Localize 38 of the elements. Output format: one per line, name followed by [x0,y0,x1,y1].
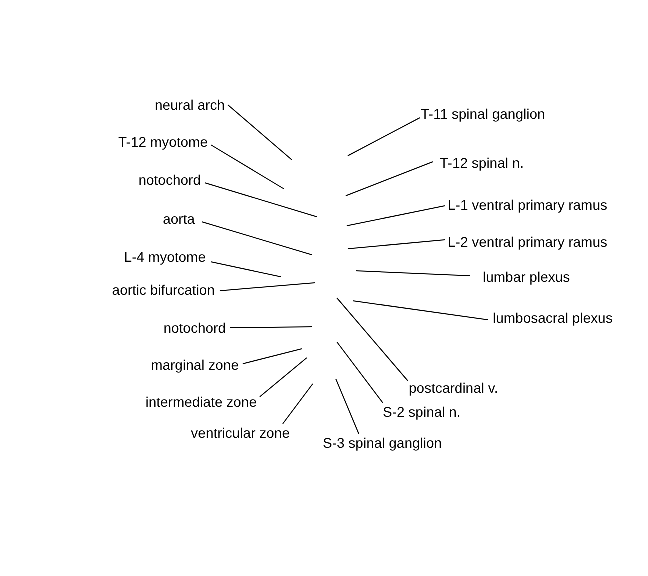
structure-label: marginal zone [151,357,239,373]
structure-label: L-2 ventral primary ramus [448,234,608,250]
structure-label: L-4 myotome [124,249,206,265]
leader-line [348,118,420,156]
leader-line [336,298,408,382]
structure-label: notochord [138,172,201,188]
structure-label: S-2 spinal n. [383,404,461,420]
structure-label: postcardinal v. [409,380,498,396]
leader-line [220,282,316,292]
leader-line [336,342,384,404]
structure-label: T-12 spinal n. [440,155,524,171]
leader-line [202,222,312,256]
leader-line [346,206,446,226]
leader-line [336,378,360,434]
leader-line [346,162,434,196]
structure-label: neural arch [154,97,225,113]
leader-line [228,104,292,160]
leader-line [260,358,308,398]
structure-label: aorta [163,211,195,227]
structure-label: intermediate zone [146,394,257,410]
structure-label: notochord [164,320,226,336]
leader-line [356,270,470,276]
structure-label: T-11 spinal ganglion [421,106,546,122]
structure-label: T-12 myotome [118,134,208,150]
leader-line [282,384,314,424]
leader-line [352,300,488,320]
structure-label: lumbar plexus [483,269,570,285]
leader-line [348,240,446,250]
structure-label: ventricular zone [191,425,290,441]
leader-line [204,182,318,218]
leader-line [230,326,312,328]
structure-label: S-3 spinal ganglion [323,435,442,451]
structure-label: lumbosacral plexus [493,310,613,326]
structure-label: L-1 ventral primary ramus [448,197,608,213]
structure-label: aortic bifurcation [112,282,215,298]
leader-line [210,262,282,278]
leader-line [210,144,284,190]
leader-line [242,348,302,364]
